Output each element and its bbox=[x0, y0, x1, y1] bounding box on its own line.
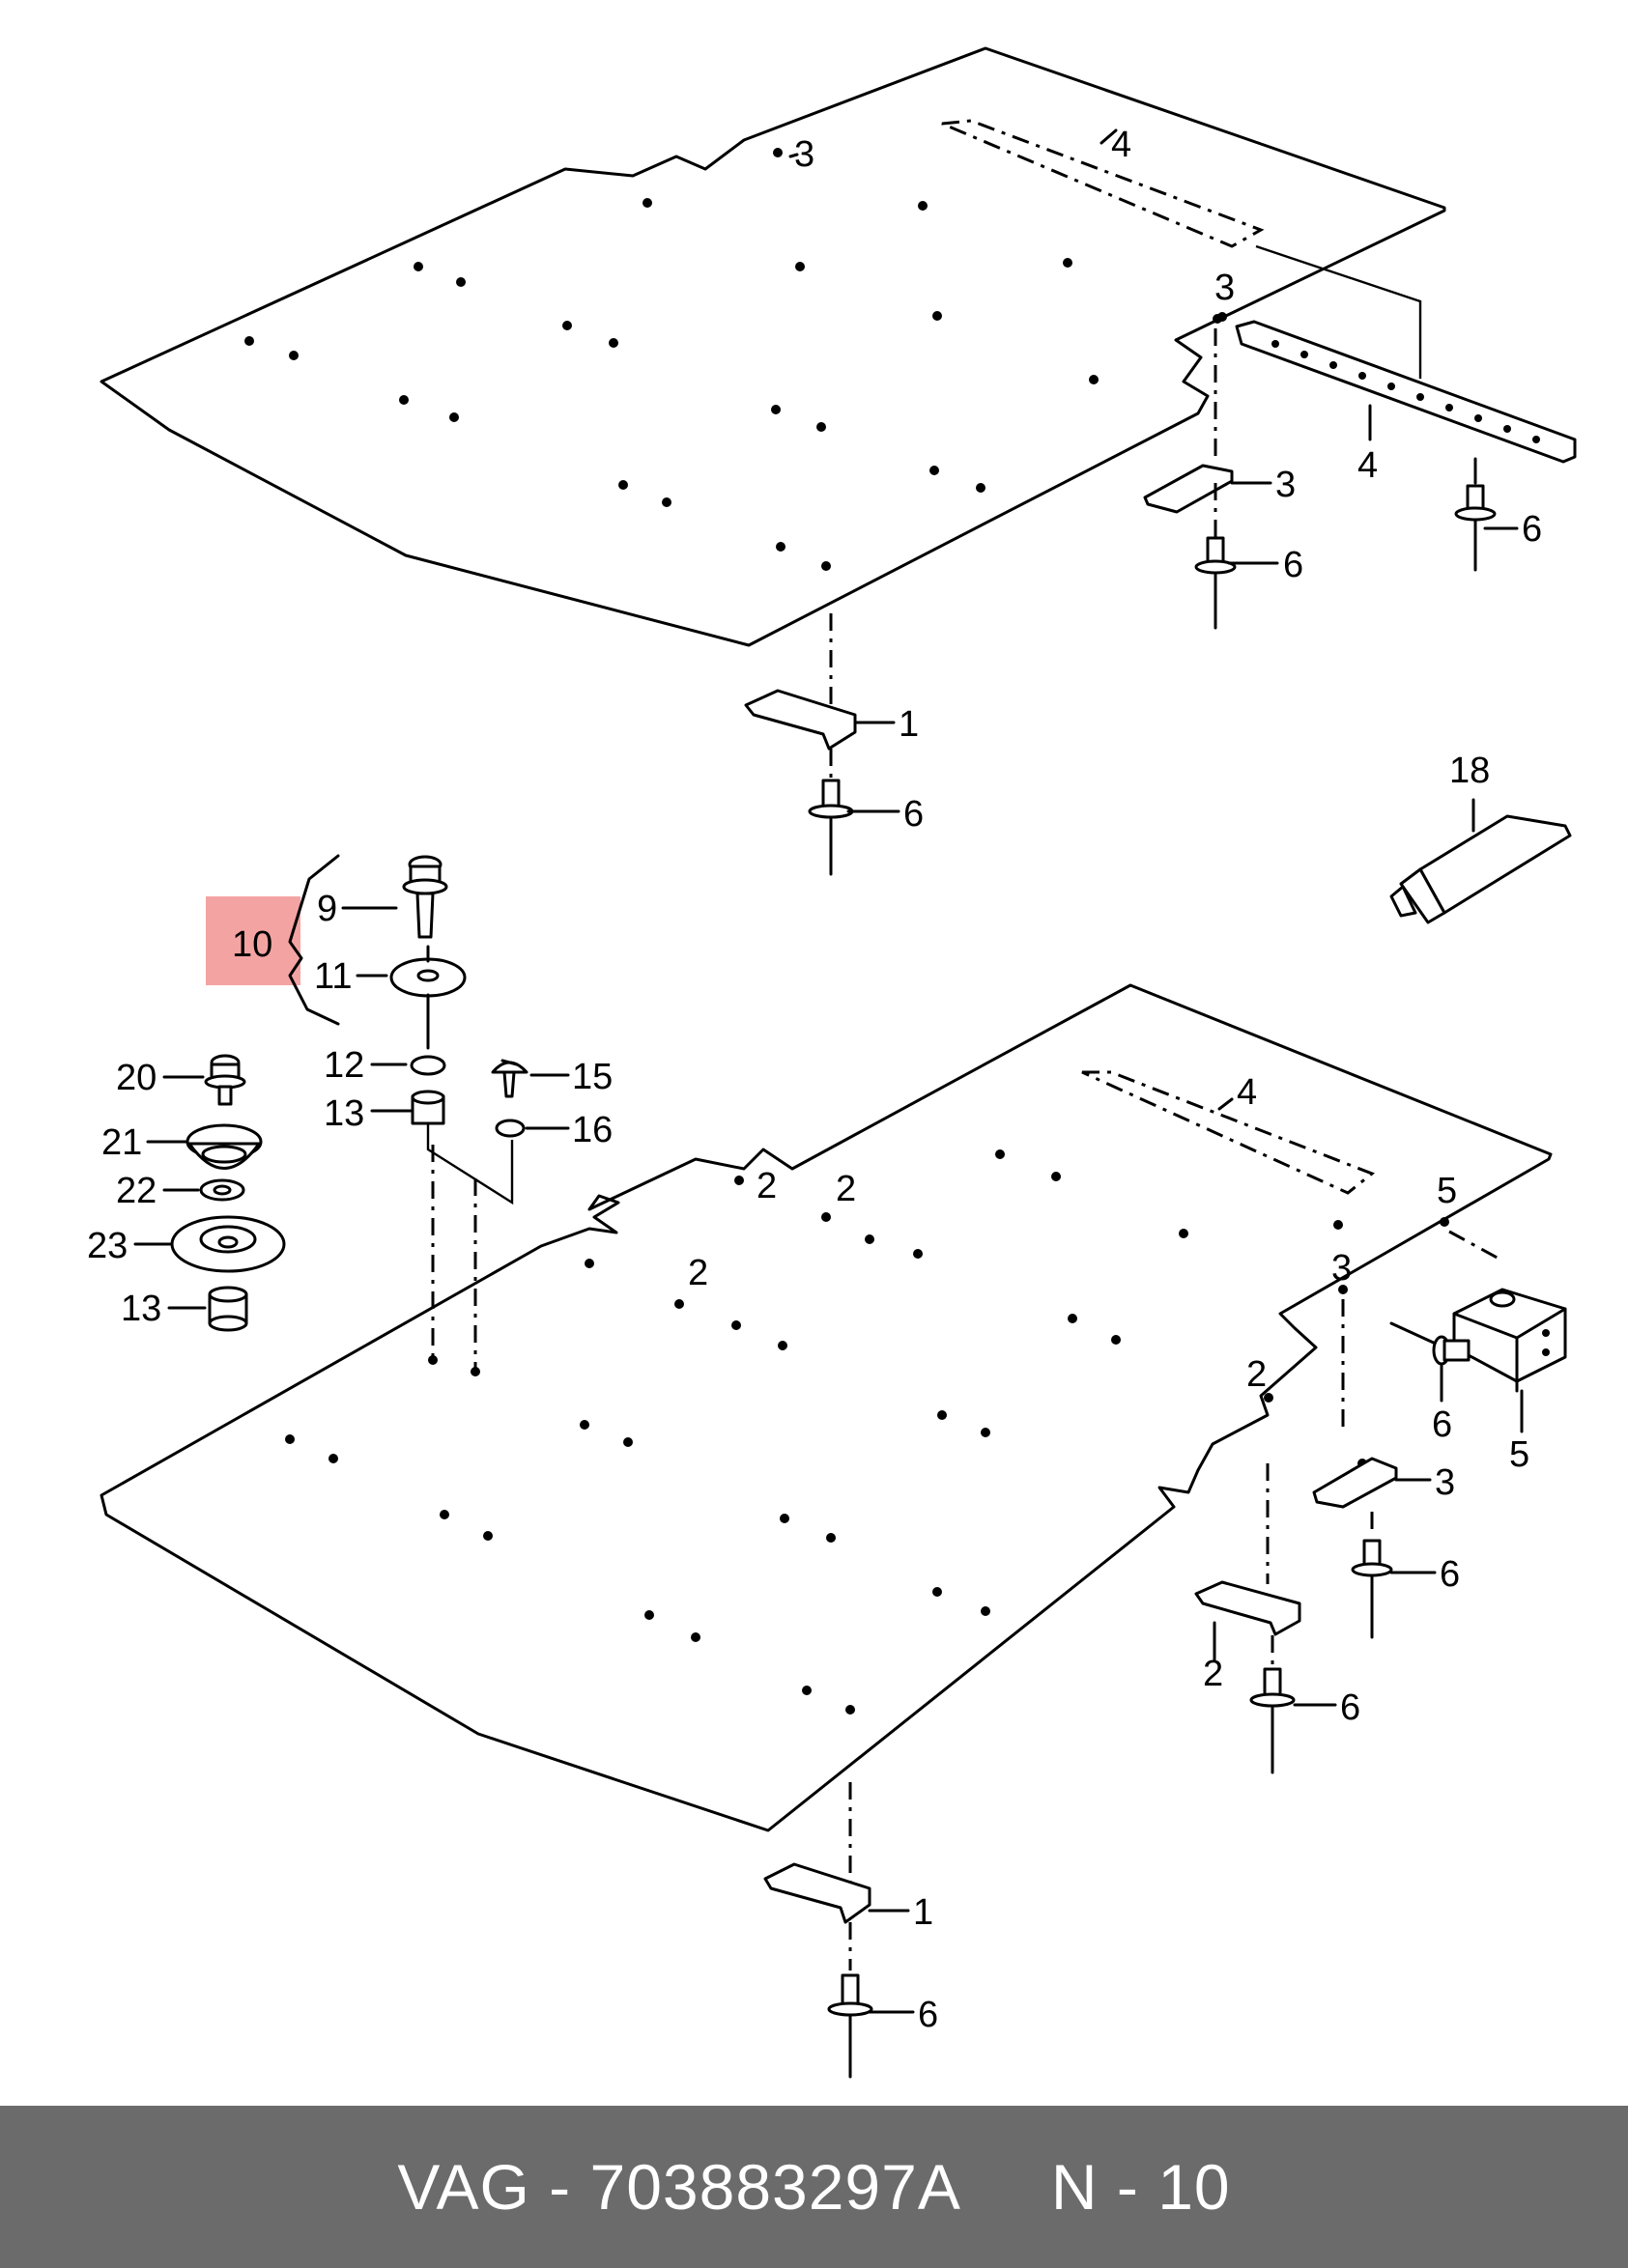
label-upper-1: 1 bbox=[899, 704, 919, 745]
label-lower-2a: 2 bbox=[757, 1166, 777, 1206]
bracket-3-lower bbox=[1312, 1457, 1398, 1509]
washer-12 bbox=[410, 1055, 446, 1076]
label-lower-2e: 2 bbox=[1203, 1654, 1223, 1694]
label-22: 22 bbox=[116, 1171, 157, 1211]
rail-holes bbox=[1271, 340, 1540, 443]
parts-diagram: 3 4 3 3 4 6 6 1 6 18 10 9 bbox=[87, 46, 1577, 2079]
label-lower-2d: 2 bbox=[1246, 1354, 1267, 1395]
label-lower-6c: 6 bbox=[1340, 1687, 1360, 1728]
label-23: 23 bbox=[87, 1226, 128, 1266]
bracket-3-upper bbox=[1143, 464, 1234, 514]
rivet-lower-a bbox=[1351, 1512, 1393, 1639]
label-16: 16 bbox=[572, 1110, 613, 1150]
footer-part-number: VAG - 703883297A N - 10 bbox=[397, 2151, 1231, 2223]
lower-panel-holes bbox=[285, 1149, 1348, 1715]
rivet-lower-b bbox=[1249, 1635, 1296, 1774]
label-upper-3a: 3 bbox=[794, 134, 814, 175]
label-21: 21 bbox=[101, 1122, 142, 1163]
label-lower-5a: 5 bbox=[1437, 1171, 1457, 1211]
label-upper-3c: 3 bbox=[1275, 465, 1296, 505]
label-10: 10 bbox=[232, 924, 272, 965]
label-13a: 13 bbox=[324, 1093, 364, 1134]
lower-floor-panel: 4 2 2 2 5 3 2 6 5 3 bbox=[100, 983, 1567, 2079]
bracket-2-lower bbox=[1194, 1580, 1301, 1636]
label-lower-2b: 2 bbox=[836, 1169, 856, 1209]
label-lower-5b: 5 bbox=[1509, 1434, 1529, 1475]
footer-bar: VAG - 703883297A N - 10 bbox=[0, 2106, 1628, 2268]
fastener-kit: 10 9 11 12 13 15 1 bbox=[206, 854, 613, 1372]
label-upper-6c: 6 bbox=[903, 794, 924, 835]
screw-15 bbox=[491, 1059, 528, 1098]
cup-21 bbox=[186, 1123, 263, 1170]
upper-panel-holes bbox=[244, 148, 1227, 571]
label-20: 20 bbox=[116, 1058, 157, 1098]
label-lower-2c: 2 bbox=[688, 1253, 708, 1293]
bracket-1-lower bbox=[763, 1862, 871, 1924]
sealant-tube: 18 bbox=[1389, 751, 1572, 924]
label-upper-4a: 4 bbox=[1111, 125, 1131, 165]
label-upper-6a: 6 bbox=[1522, 509, 1542, 550]
label-upper-4b: 4 bbox=[1357, 445, 1378, 486]
rivet-upper-c bbox=[808, 749, 854, 876]
spacer-13b bbox=[208, 1286, 248, 1332]
label-15: 15 bbox=[572, 1057, 613, 1097]
label-lower-6d: 6 bbox=[918, 1995, 938, 2035]
bolt-9 bbox=[402, 855, 448, 939]
mount-23 bbox=[170, 1215, 286, 1273]
spacer-13 bbox=[411, 1090, 445, 1125]
label-lower-1: 1 bbox=[913, 1892, 933, 1933]
washer-16 bbox=[495, 1119, 526, 1138]
mount-kit: 20 21 22 23 13 bbox=[87, 1054, 286, 1332]
hinge-block bbox=[1452, 1288, 1567, 1393]
rivet-upper-a bbox=[1194, 536, 1237, 630]
highlight-10 bbox=[206, 896, 300, 985]
rail-part bbox=[1235, 320, 1577, 464]
upper-floor-panel: 3 4 3 3 4 6 6 1 6 bbox=[100, 46, 1577, 876]
bolt-20 bbox=[204, 1054, 246, 1106]
rivet-upper-b bbox=[1454, 457, 1497, 572]
label-9: 9 bbox=[317, 889, 337, 929]
label-lower-3a: 3 bbox=[1331, 1248, 1352, 1289]
label-lower-3b: 3 bbox=[1435, 1462, 1455, 1503]
label-13b: 13 bbox=[121, 1289, 161, 1329]
label-upper-3b: 3 bbox=[1214, 268, 1235, 308]
label-lower-4: 4 bbox=[1237, 1072, 1257, 1113]
hinge-rivet bbox=[1389, 1321, 1471, 1366]
label-18: 18 bbox=[1449, 751, 1490, 791]
rivet-lower-c bbox=[827, 1922, 873, 2079]
label-upper-6b: 6 bbox=[1283, 545, 1303, 585]
label-11: 11 bbox=[314, 956, 352, 997]
label-lower-6b: 6 bbox=[1440, 1554, 1460, 1595]
label-12: 12 bbox=[324, 1045, 364, 1086]
bracket-1-upper bbox=[744, 689, 857, 751]
label-lower-6a: 6 bbox=[1432, 1404, 1452, 1445]
